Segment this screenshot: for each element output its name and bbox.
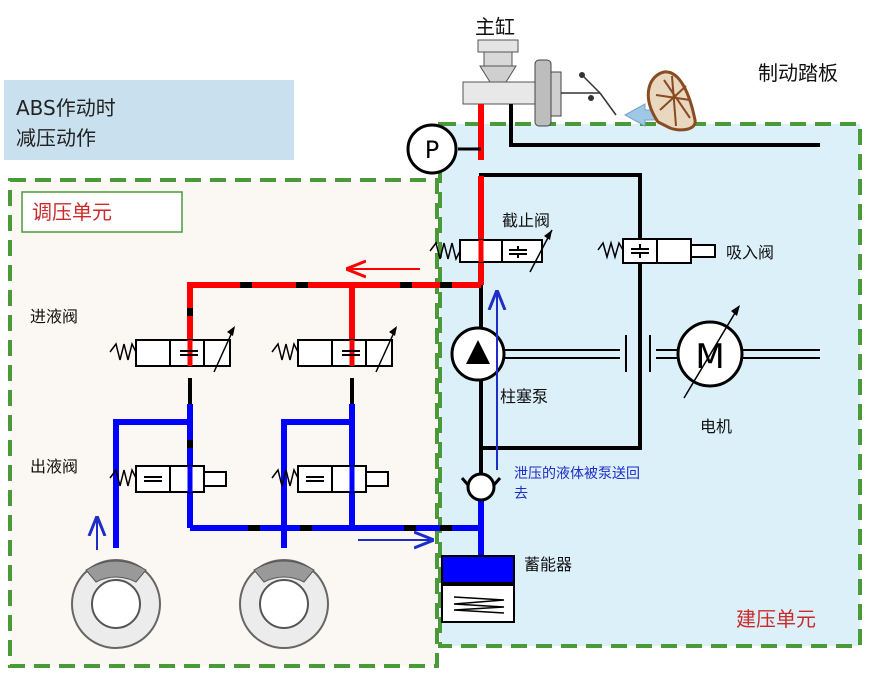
brake-disc-left xyxy=(71,559,161,649)
master-cylinder-label: 主缸 xyxy=(475,15,515,39)
check-valve xyxy=(460,472,502,503)
inlet-valve-label: 进液阀 xyxy=(30,307,78,326)
outlet-valve-left xyxy=(109,465,227,493)
suction-valve-label: 吸入阀 xyxy=(726,243,774,262)
motor-label: 电机 xyxy=(700,417,732,436)
accumulator xyxy=(441,555,515,623)
abs-status-line1: ABS作动时 xyxy=(16,96,116,120)
return-note-line1: 泄压的液体被泵送回 xyxy=(514,466,640,482)
accumulator-label: 蓄能器 xyxy=(524,555,572,574)
cutoff-valve xyxy=(429,229,553,273)
plunger-pump xyxy=(450,326,820,382)
outlet-valve-label: 出液阀 xyxy=(30,457,78,476)
blue-line-dash-marks xyxy=(187,440,452,531)
return-note-line2: 去 xyxy=(514,486,528,502)
pressure-unit-title-box xyxy=(21,191,183,233)
pressure-unit-label: 调压单元 xyxy=(32,200,112,224)
brake-pedal-label: 制动踏板 xyxy=(758,61,838,85)
build-unit-label: 建压单元 xyxy=(736,607,816,631)
red-high-pressure-lines xyxy=(187,104,484,340)
abs-status-line2: 减压动作 xyxy=(16,126,96,150)
master-cylinder xyxy=(462,39,617,127)
motor: M xyxy=(676,305,744,399)
abs-status-box: ABS作动时 减压动作 xyxy=(4,80,294,160)
plunger-pump-label: 柱塞泵 xyxy=(500,387,548,406)
inlet-valve-left xyxy=(109,326,235,373)
pressure-sensor: P xyxy=(406,123,481,175)
brake-disc-right xyxy=(239,559,329,649)
suction-valve xyxy=(597,238,716,264)
blue-return-lines xyxy=(113,404,484,560)
inlet-valve-right xyxy=(271,326,397,373)
brake-pedal-icon xyxy=(623,70,697,132)
pressure-sensor-symbol: P xyxy=(425,136,439,164)
red-line-dash-marks xyxy=(187,282,452,316)
outlet-valve-right xyxy=(271,465,389,493)
cutoff-valve-label: 截止阀 xyxy=(502,211,550,230)
